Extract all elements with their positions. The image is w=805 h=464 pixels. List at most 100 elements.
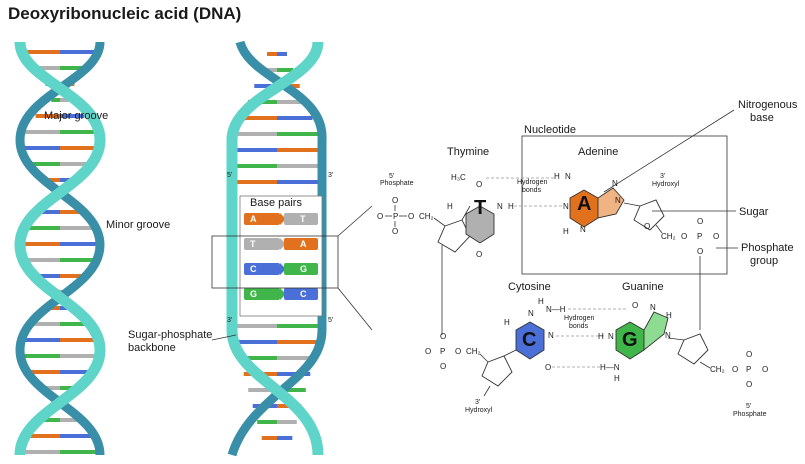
thymine-o-bottom: O [476, 250, 482, 259]
left-rung [60, 386, 75, 390]
left-helix-back-strand [15, 41, 105, 456]
base-pair-right-block [284, 263, 318, 275]
nucleotide-label: Nucleotide [524, 124, 576, 136]
guanine-o: O [632, 301, 638, 310]
middle-rung [257, 420, 277, 424]
left-rung [30, 370, 60, 374]
cytosine-h-top: H [538, 297, 544, 306]
base-pair-right-block [284, 213, 318, 225]
adenine-sugar-o: O [644, 222, 650, 231]
adenine-n-right: N [615, 196, 621, 205]
adenine-phosphate-o-up: O [697, 217, 703, 226]
adenine-phosphate-o-right: O [713, 232, 719, 241]
top-phosphate-5prime: 5' [389, 173, 394, 180]
middle-rung [277, 132, 319, 136]
cytosine-sugar [481, 355, 513, 387]
left-rung [60, 242, 98, 246]
left-rung [60, 258, 96, 262]
guanine-phosphate-o-right: O [762, 365, 768, 374]
left-rung [60, 226, 93, 230]
base-pair-left-arrow [280, 238, 286, 250]
top-phosphate-o-left: O [377, 212, 383, 221]
guanine-ring-five [643, 311, 669, 351]
bottom-phosphate-o-up: O [440, 332, 446, 341]
prime-label-5-top: 5' [227, 172, 232, 179]
left-rung [22, 242, 60, 246]
thymine-letter: T [474, 197, 486, 219]
left-rung [25, 434, 60, 438]
base-pair-left-letter: G [250, 289, 257, 299]
base-pair-left-letter: C [250, 264, 257, 274]
guanine-n-right: N [665, 331, 671, 340]
left-rung [23, 338, 60, 342]
adenine-phosphate-o-down: O [697, 247, 703, 256]
prime-label-5-bottom: 5' [328, 317, 333, 324]
adenine-phosphate-o: O [681, 232, 687, 241]
left-rung [31, 322, 60, 326]
left-rung [60, 434, 95, 438]
guanine-phosphate-o-down: O [746, 380, 752, 389]
middle-rung [241, 116, 277, 120]
left-helix-front-strand [14, 41, 106, 456]
bottom-sugar-hydroxyl: Hydroxyl [465, 407, 493, 414]
thymine-ring [465, 205, 495, 244]
base-pair-left-arrow [280, 288, 286, 300]
bottom-phosphate-p: P [440, 347, 445, 356]
left-rung [51, 98, 60, 102]
middle-rung [232, 164, 277, 168]
left-rung [22, 450, 60, 454]
magnifier-box [211, 235, 339, 289]
left-rung [23, 50, 60, 54]
middle-helix-back-strand [227, 40, 327, 457]
guanine-hn: H—N [600, 363, 620, 372]
middle-rung [277, 52, 287, 56]
adenine-label: Adenine [578, 146, 618, 158]
left-rung [22, 146, 60, 150]
left-rung [60, 98, 69, 102]
left-rung [60, 450, 98, 454]
guanine-phosphate-o: O [732, 365, 738, 374]
left-rung [35, 114, 60, 118]
prime-label-3-top: 3' [328, 172, 333, 179]
guanine-n-top: N [650, 303, 656, 312]
middle-rung [277, 100, 307, 104]
middle-rung [277, 116, 313, 120]
top-phosphate-o-down: O [392, 227, 398, 236]
middle-rung [232, 148, 277, 152]
middle-rung [232, 324, 277, 328]
bottom-phosphate-o-right: O [455, 347, 461, 356]
bottom-phosphate-o-left: O [425, 347, 431, 356]
left-rung [60, 322, 89, 326]
guanine-phosphate-p: P [746, 365, 751, 374]
left-rung [45, 386, 60, 390]
nucleotide-box [521, 135, 728, 275]
base-pair-right-block [284, 238, 318, 250]
middle-rung [261, 436, 277, 440]
backbone-label-line1: Sugar-phosphate [128, 329, 212, 341]
left-rung [60, 162, 93, 166]
guanine-ch2: CH₂ [710, 365, 725, 374]
adenine-n-top: N [612, 179, 618, 188]
middle-rung [277, 68, 294, 72]
cytosine-n-top: N [528, 309, 534, 318]
top-phosphate-label: Phosphate [380, 180, 414, 187]
middle-rung [277, 164, 322, 168]
left-rung [24, 258, 60, 262]
bottom-sugar-3prime: 3' [475, 399, 480, 406]
left-rung [35, 274, 60, 278]
top-hbond-label-1: Hydrogen [517, 179, 547, 186]
phosphate-group-label-line1: Phosphate [741, 242, 794, 254]
middle-rung [277, 356, 315, 360]
cytosine-n-right: N [548, 331, 554, 340]
guanine-h-left: H [598, 332, 604, 341]
guanine-h-right: H [666, 311, 672, 320]
middle-rung [239, 356, 277, 360]
cytosine-nh: N—H [546, 305, 566, 314]
adenine-ch2: CH₂ [661, 232, 676, 241]
base-pairs-label: Base pairs [250, 197, 302, 209]
diagram-title: Deoxyribonucleic acid (DNA) [8, 4, 242, 23]
